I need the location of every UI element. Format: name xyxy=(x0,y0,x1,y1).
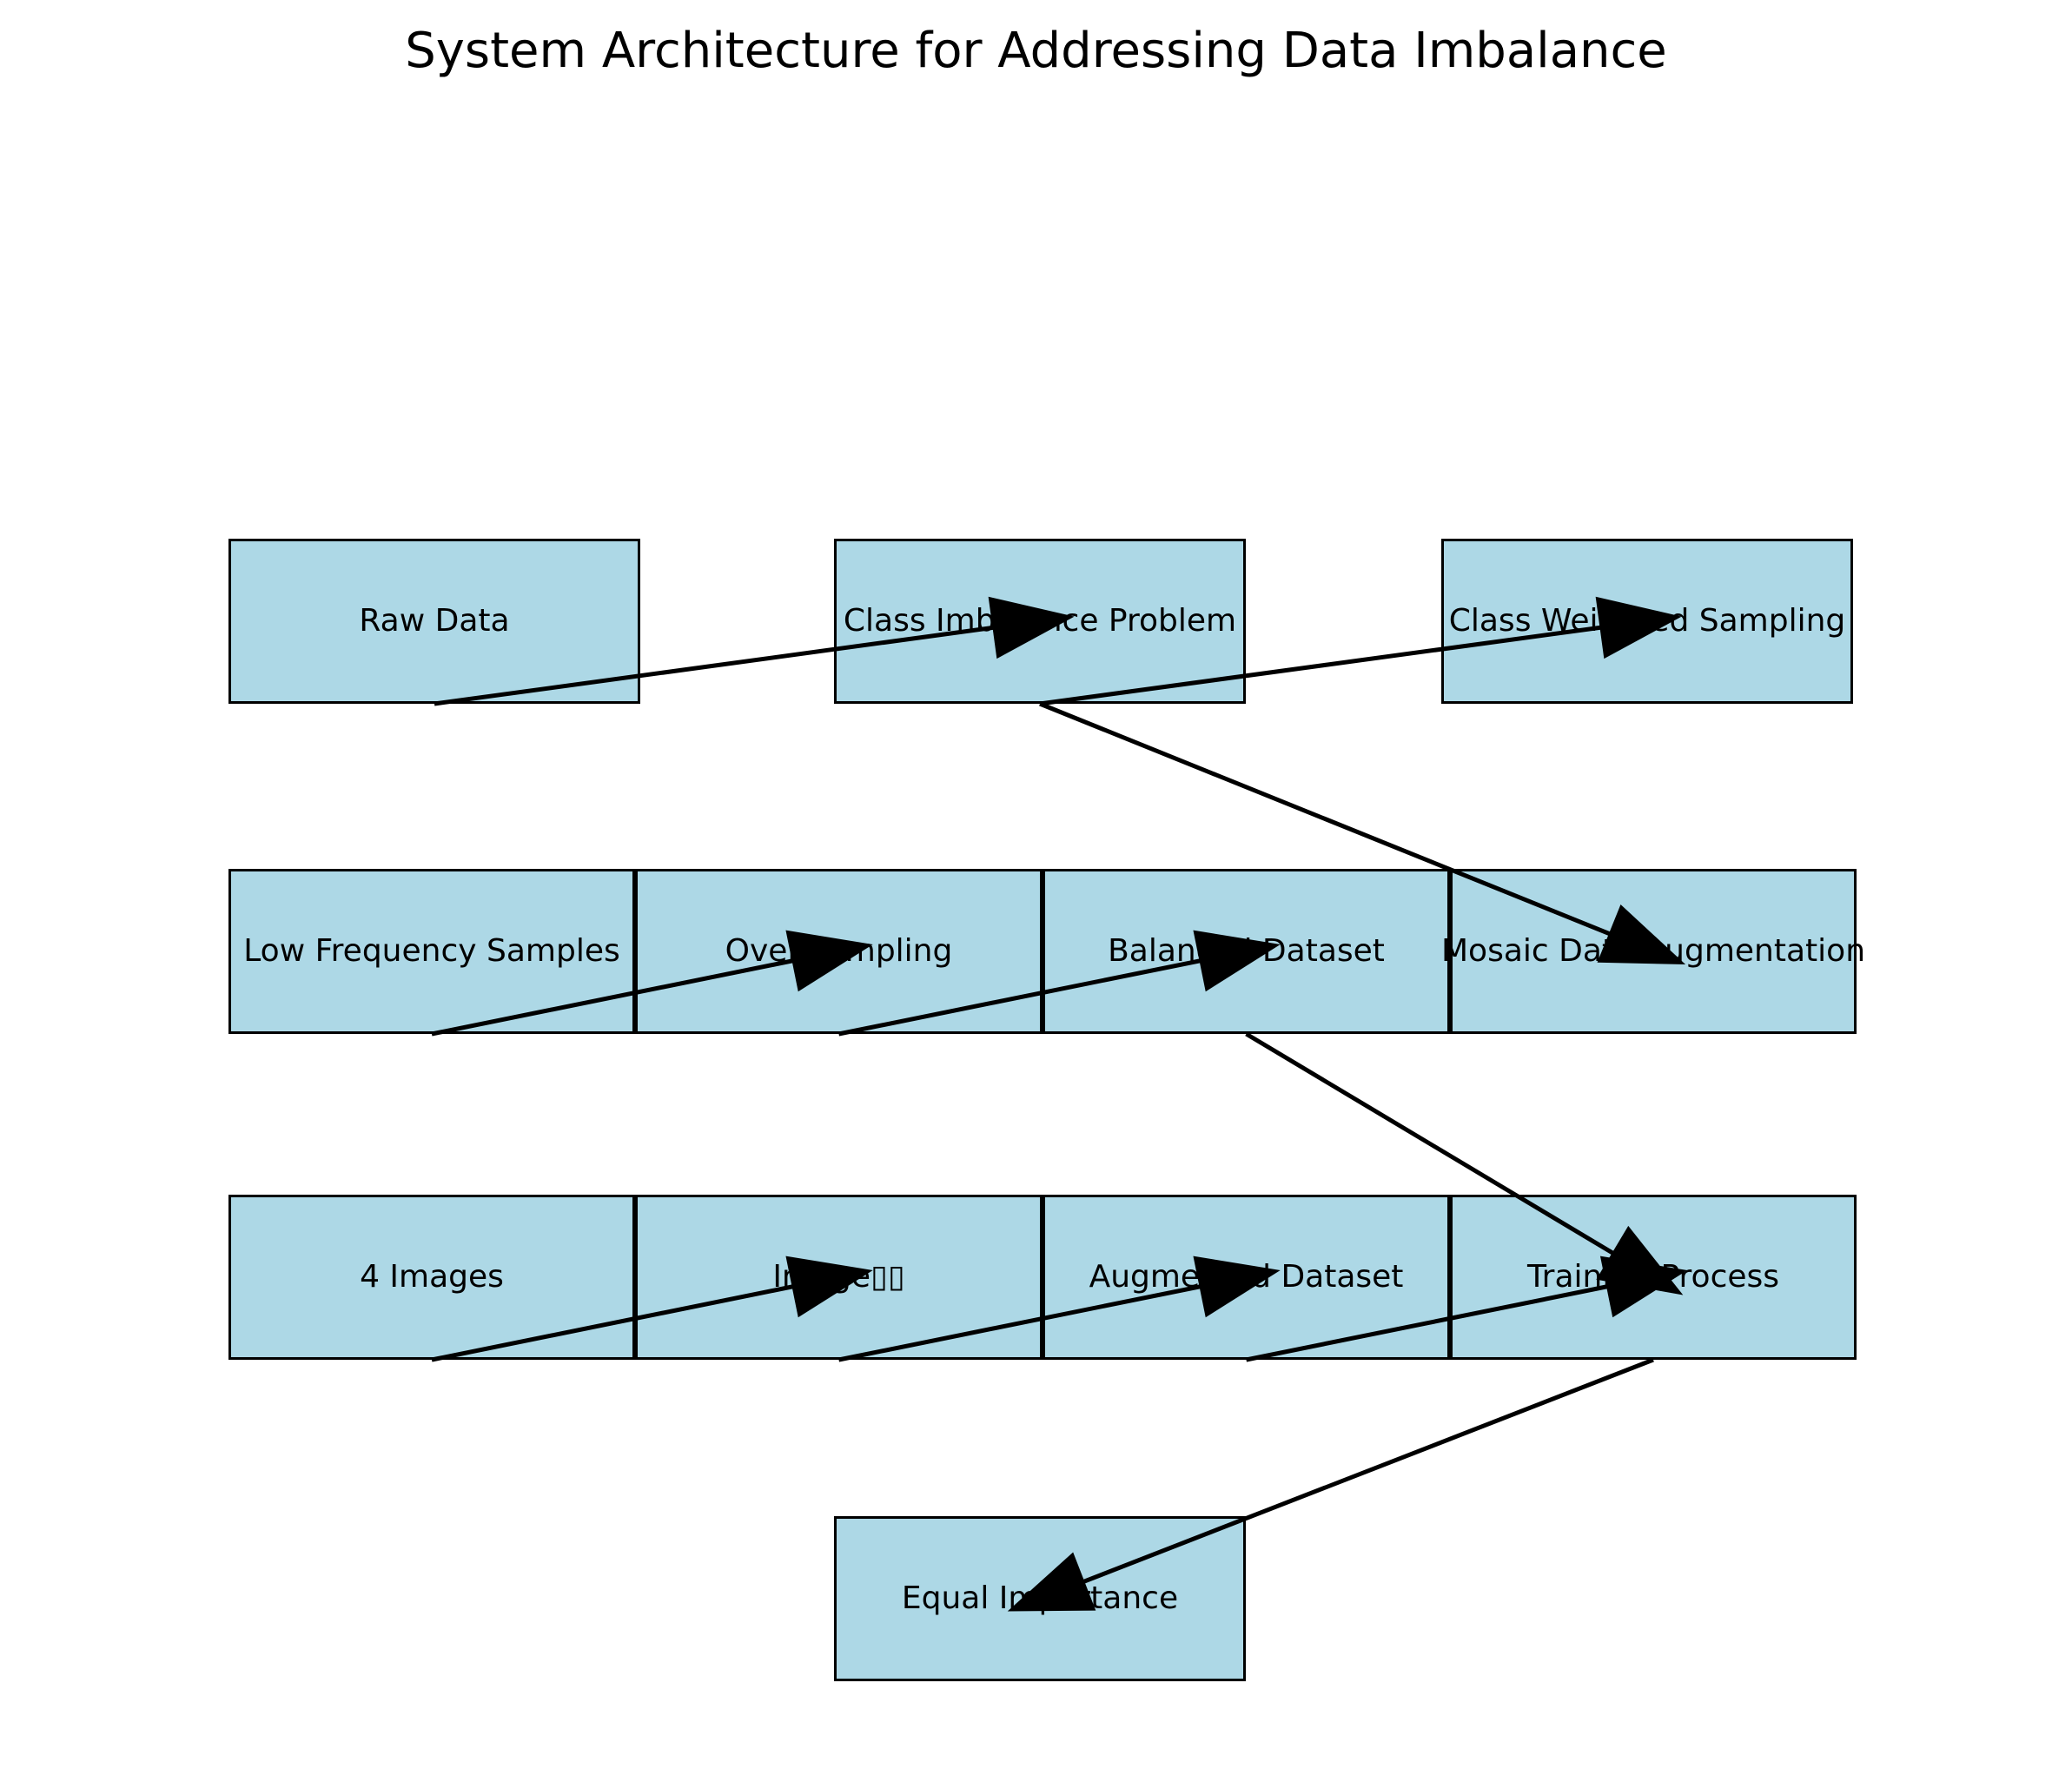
node-label: Training Process xyxy=(1526,1259,1780,1295)
node-balanced-dataset: Balanced Dataset xyxy=(1043,869,1450,1034)
node-label: Over-sampling xyxy=(725,933,953,969)
node-label: Class Imbalance Problem xyxy=(843,603,1237,639)
node-raw-data: Raw Data xyxy=(228,539,640,704)
node-label: Image▯▯ xyxy=(772,1259,905,1295)
node-label: Mosaic Data Augmentation xyxy=(1441,933,1866,969)
node-class-imbalance-problem: Class Imbalance Problem xyxy=(834,539,1246,704)
node-label: Class Weighted Sampling xyxy=(1448,603,1846,639)
node-label: Balanced Dataset xyxy=(1108,933,1385,969)
node-class-weighted-sampling: Class Weighted Sampling xyxy=(1441,539,1853,704)
node-image-mosaic: Image▯▯ xyxy=(635,1195,1043,1360)
node-four-images: 4 Images xyxy=(228,1195,635,1360)
node-label: Raw Data xyxy=(359,603,510,639)
node-label: Augmented Dataset xyxy=(1089,1259,1404,1295)
node-label: 4 Images xyxy=(360,1259,504,1295)
node-label: Low Frequency Samples xyxy=(243,933,620,969)
node-training-process: Training Process xyxy=(1450,1195,1857,1360)
node-mosaic-data-augmentation: Mosaic Data Augmentation xyxy=(1441,869,1865,1034)
node-equal-importance: Equal Importance xyxy=(834,1516,1246,1681)
figure-title: System Architecture for Addressing Data … xyxy=(405,23,1667,79)
node-low-frequency-samples: Low Frequency Samples xyxy=(228,869,635,1034)
node-over-sampling: Over-sampling xyxy=(635,869,1043,1034)
node-label: Equal Importance xyxy=(901,1580,1179,1616)
node-augmented-dataset: Augmented Dataset xyxy=(1043,1195,1450,1360)
